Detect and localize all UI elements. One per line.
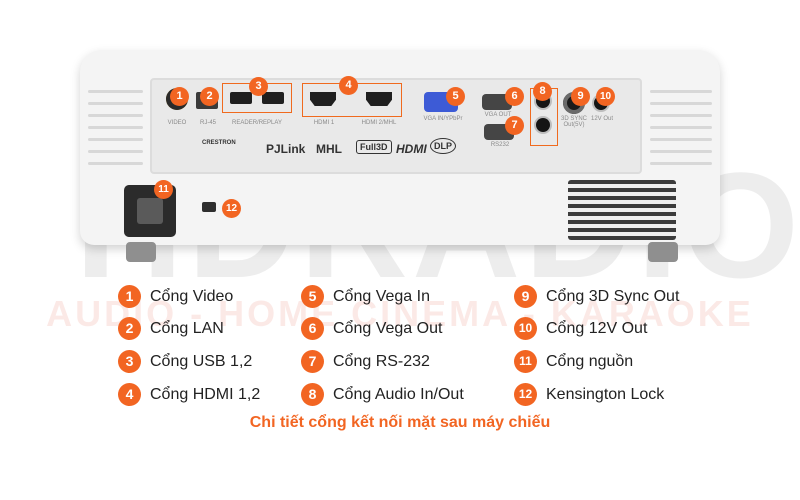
cooling-fin	[650, 138, 712, 141]
callout-badge: 3	[249, 77, 268, 96]
full3d-logo: Full3D	[356, 140, 392, 154]
cooling-fin	[88, 138, 143, 141]
cooling-fin	[650, 150, 712, 153]
cooling-fin	[650, 114, 712, 117]
cooling-fin	[650, 90, 712, 93]
legend-number: 7	[301, 350, 324, 373]
hdmi-port-1	[310, 92, 336, 106]
legend-label: Cổng Vega In	[333, 288, 430, 305]
callout-badge: 4	[339, 76, 358, 95]
legend-number: 4	[118, 383, 141, 406]
callout-badge: 11	[154, 180, 173, 199]
rs232-port-label: RS232	[490, 142, 510, 148]
legend-label: Cổng nguồn	[546, 353, 634, 370]
legend-label: Cổng Video	[150, 288, 234, 305]
legend-number: 11	[514, 350, 537, 373]
dlp-logo: DLP	[430, 138, 456, 154]
crestron-logo: CRESTRON	[202, 140, 236, 146]
legend-number: 3	[118, 350, 141, 373]
usb-port-label: READER/REPLAY	[232, 120, 282, 126]
video-port-label: VIDEO	[167, 120, 187, 126]
lan-port-label: RJ-45	[199, 120, 216, 126]
legend-label: Cổng Vega Out	[333, 320, 443, 337]
pjlink-logo: PJLink	[266, 142, 306, 156]
vga-in-port-label: VGA IN/YPbPr	[423, 116, 463, 122]
legend-label: Cổng USB 1,2	[150, 353, 253, 370]
callout-badge: 12	[222, 199, 241, 218]
cooling-fin	[650, 162, 712, 165]
cooling-fin	[88, 126, 143, 129]
cooling-fin	[88, 150, 143, 153]
cooling-fin	[88, 90, 143, 93]
vga-out-port-label: VGA OUT	[484, 112, 512, 118]
legend-label: Kensington Lock	[546, 386, 665, 403]
cooling-fin	[650, 126, 712, 129]
callout-badge: 2	[200, 87, 219, 106]
legend-label: Cổng RS-232	[333, 353, 430, 370]
audio-out-jack	[536, 118, 550, 132]
legend-label: Cổng Audio In/Out	[333, 386, 464, 403]
callout-badge: 7	[505, 116, 524, 135]
legend-number: 9	[514, 285, 537, 308]
legend-number: 8	[301, 383, 324, 406]
usb-port-1	[230, 92, 252, 104]
callout-badge: 8	[533, 82, 552, 101]
exhaust-vent	[568, 180, 676, 240]
callout-badge: 6	[505, 87, 524, 106]
legend-label: Cổng 3D Sync Out	[546, 288, 680, 305]
callout-badge: 10	[596, 87, 615, 106]
callout-badge: 5	[446, 87, 465, 106]
hdmi-logo: HDMI	[396, 142, 427, 156]
callout-badge: 9	[571, 87, 590, 106]
hdmi-port-2	[366, 92, 392, 106]
watermark-tagline: AUDIO - HOME CINEMA - KARAOKE	[46, 293, 754, 334]
projector-foot-left	[126, 242, 156, 262]
12v-out-port-label: 12V Out	[590, 116, 613, 122]
legend-number: 2	[118, 317, 141, 340]
legend-number: 10	[514, 317, 537, 340]
hdmi2-port-label: HDMI 2/MHL	[361, 120, 397, 126]
cooling-fin	[88, 114, 143, 117]
callout-badge: 1	[170, 87, 189, 106]
usb-port-2	[262, 92, 284, 104]
projector-rear: VIDEO RJ-45 READER/REPLAY HDMI 1 HDMI 2/…	[80, 50, 720, 245]
legend-label: Cổng 12V Out	[546, 320, 648, 337]
projector-foot-right	[648, 242, 678, 262]
hdmi1-port-label: HDMI 1	[313, 120, 335, 126]
legend-number: 6	[301, 317, 324, 340]
cooling-fin	[88, 102, 143, 105]
kensington-slot	[202, 202, 216, 212]
legend-label: Cổng HDMI 1,2	[150, 386, 261, 403]
mhl-logo: MHL	[316, 142, 342, 156]
legend-label: Cổng LAN	[150, 320, 224, 337]
cooling-fin	[650, 102, 712, 105]
legend-number: 5	[301, 285, 324, 308]
3d-sync-port-label: 3D SYNC Out(5V)	[560, 116, 587, 128]
vga-out-port	[482, 94, 512, 110]
cooling-fin	[88, 162, 143, 165]
caption: Chi tiết cổng kết nối mặt sau máy chiếu	[249, 414, 551, 431]
legend-number: 1	[118, 285, 141, 308]
legend-number: 12	[514, 383, 537, 406]
